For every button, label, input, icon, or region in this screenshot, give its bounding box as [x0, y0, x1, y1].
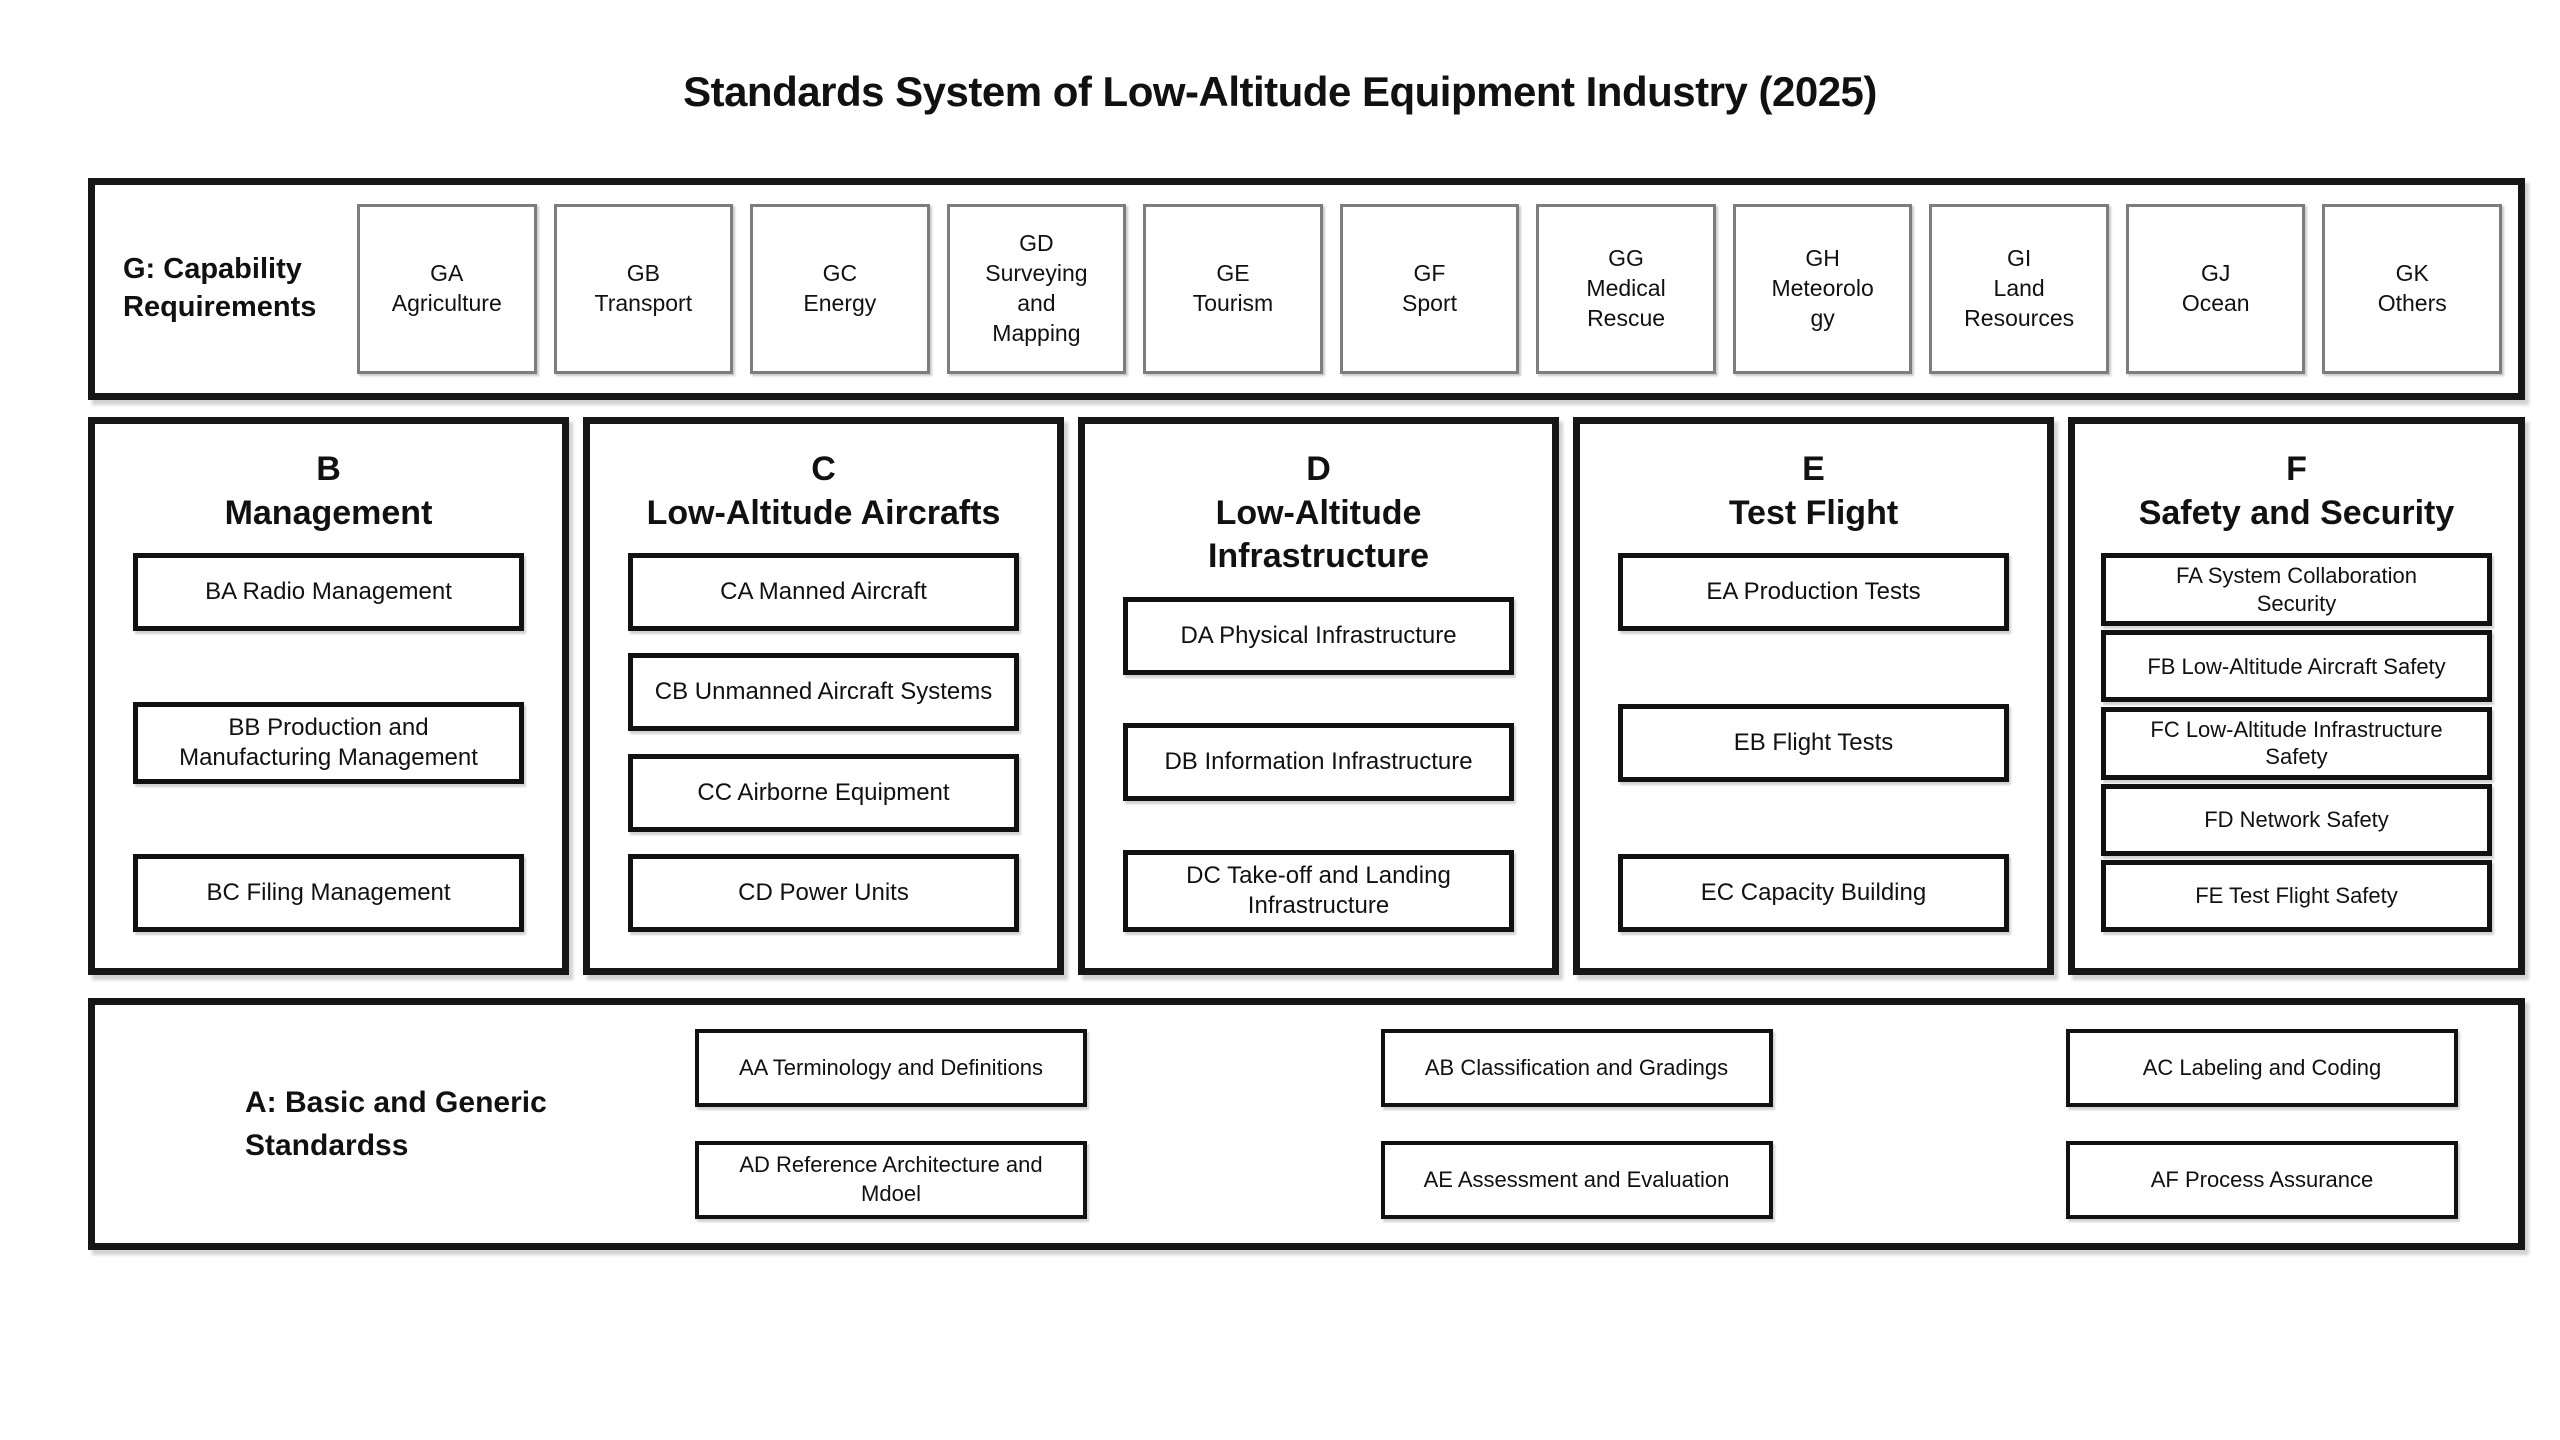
capability-item-box: GE Tourism	[1143, 204, 1323, 374]
panel-test-flight-items: EA Production Tests EB Flight Tests EC C…	[1618, 535, 2009, 932]
panel-low-altitude-aircrafts-items: CA Manned Aircraft CB Unmanned Aircraft …	[628, 535, 1019, 932]
standard-box: FE Test Flight Safety	[2101, 859, 2492, 932]
capability-item-box: GH Meteorolo gy	[1732, 204, 1913, 374]
panel-low-altitude-aircrafts-header: C Low-Altitude Aircrafts	[646, 450, 1001, 532]
panel-management-items: BA Radio Management BB Production and Ma…	[133, 535, 524, 932]
standard-box: BC Filing Management	[133, 854, 524, 932]
standard-box: EC Capacity Building	[1618, 854, 2009, 932]
capability-item-box: GI Land Resources	[1929, 204, 2109, 374]
standard-box: CA Manned Aircraft	[628, 553, 1019, 632]
panel-low-altitude-infrastructure: D Low-Altitude Infrastructure DA Physica…	[1078, 417, 1559, 975]
standard-box: BB Production and Manufacturing Manageme…	[133, 701, 524, 784]
page-title: Standards System of Low-Altitude Equipme…	[683, 68, 1877, 115]
basic-generic-standards-label: A: Basic and Generic Standardss	[245, 1085, 547, 1163]
basic-standard-box: AE Assessment and Evaluation	[1380, 1141, 1773, 1219]
standard-box: CB Unmanned Aircraft Systems	[628, 653, 1019, 732]
standard-box: BA Radio Management	[133, 553, 524, 632]
panel-management: B Management BA Radio Management BB Prod…	[88, 417, 569, 975]
panel-safety-and-security: F Safety and Security FA System Collabor…	[2068, 417, 2525, 975]
standard-box: EB Flight Tests	[1618, 703, 2009, 782]
standard-box: DB Information Infrastructure	[1123, 723, 1514, 802]
standard-box: CD Power Units	[628, 853, 1019, 932]
capability-item-box: GK Others	[2322, 204, 2503, 374]
section-capability-requirements: G: Capability Requirements GA Agricultur…	[88, 178, 2525, 400]
standard-box: FC Low-Altitude Infrastructure Safety	[2101, 706, 2492, 780]
basic-standard-box: AC Labeling and Coding	[2066, 1029, 2458, 1107]
panel-safety-and-security-items: FA System Collaboration Security FB Low-…	[2101, 535, 2492, 932]
standard-box: DA Physical Infrastructure	[1123, 596, 1514, 675]
capability-item-box: GJ Ocean	[2125, 204, 2306, 374]
panel-low-altitude-infrastructure-items: DA Physical Infrastructure DB Informatio…	[1123, 579, 1514, 932]
panel-management-header: B Management	[224, 450, 433, 532]
section-basic-generic-standards: A: Basic and Generic Standardss AA Termi…	[88, 998, 2525, 1250]
panel-low-altitude-aircrafts: C Low-Altitude Aircrafts CA Manned Aircr…	[583, 417, 1064, 975]
basic-standard-box: AF Process Assurance	[2066, 1141, 2458, 1219]
basic-standard-box: AB Classification and Gradings	[1380, 1029, 1773, 1107]
capability-items: GA Agriculture GB Transport GC Energy GD…	[357, 185, 2503, 393]
panel-safety-and-security-header: F Safety and Security	[2138, 450, 2455, 532]
panel-test-flight-header: E Test Flight	[1728, 450, 1899, 532]
standard-box: FB Low-Altitude Aircraft Safety	[2101, 630, 2492, 703]
standard-box: FD Network Safety	[2101, 783, 2492, 856]
capability-item-box: GB Transport	[553, 204, 734, 374]
standard-box: FA System Collaboration Security	[2101, 553, 2492, 627]
capability-item-box: GD Surveying and Mapping	[946, 204, 1127, 374]
capability-item-box: GF Sport	[1339, 204, 1520, 374]
category-panels-row: B Management BA Radio Management BB Prod…	[88, 417, 2525, 975]
capability-item-box: GC Energy	[750, 204, 930, 374]
capability-item-box: GA Agriculture	[357, 204, 537, 374]
panel-test-flight: E Test Flight EA Production Tests EB Fli…	[1573, 417, 2054, 975]
panel-low-altitude-infrastructure-header: D Low-Altitude Infrastructure	[1207, 450, 1430, 576]
basic-standard-box: AD Reference Architecture and Mdoel	[695, 1141, 1087, 1219]
basic-standard-box: AA Terminology and Definitions	[695, 1029, 1087, 1107]
capability-item-box: GG Medical Rescue	[1536, 204, 1716, 374]
standard-box: CC Airborne Equipment	[628, 753, 1019, 832]
basic-generic-standards-items: AA Terminology and Definitions AB Classi…	[695, 1029, 2458, 1219]
standard-box: EA Production Tests	[1618, 553, 2009, 632]
standard-box: DC Take-off and Landing Infrastructure	[1123, 849, 1514, 932]
capability-requirements-label: G: Capability Requirements	[123, 253, 317, 323]
